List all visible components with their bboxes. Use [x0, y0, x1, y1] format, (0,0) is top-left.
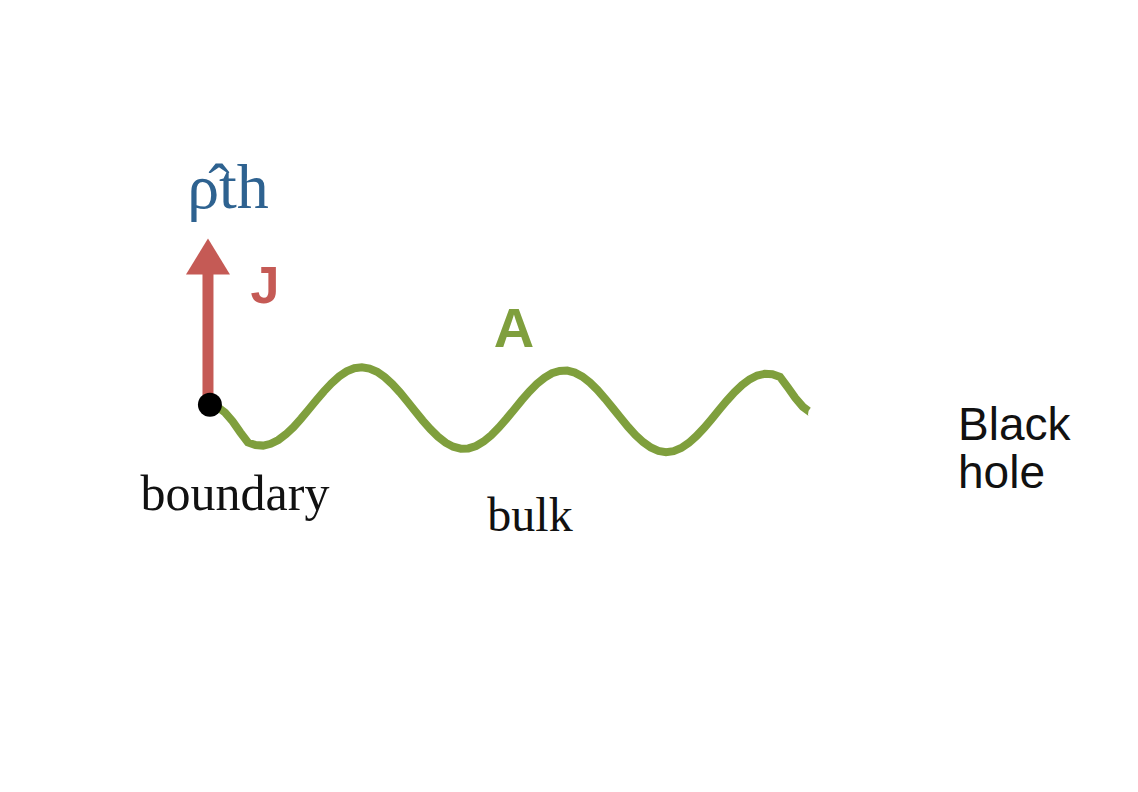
current-label: J — [251, 258, 280, 313]
boundary-disk-shape — [20, 18, 410, 775]
boundary-disk-ellipse — [22, 20, 408, 773]
boundary-disk: ρ̂thJboundary — [20, 18, 410, 775]
region-label: bulk — [487, 490, 572, 540]
current-arrow-shaft — [202, 272, 213, 397]
gauge-field-wave — [210, 367, 818, 452]
boundary-point — [198, 393, 222, 417]
region-label: boundary — [141, 467, 330, 520]
black-hole-disk-ellipse — [680, 150, 950, 683]
field-label: A — [494, 300, 534, 356]
bulk-outline — [270, 20, 1127, 775]
black-hole-disk-shape — [678, 148, 952, 685]
current-arrow-head — [186, 239, 230, 275]
density-matrix-label: ρ̂th — [187, 153, 269, 220]
black-hole-label: Black hole — [958, 400, 1133, 497]
black-hole-disk: Black hole — [678, 148, 952, 685]
horizon-point — [808, 405, 828, 425]
